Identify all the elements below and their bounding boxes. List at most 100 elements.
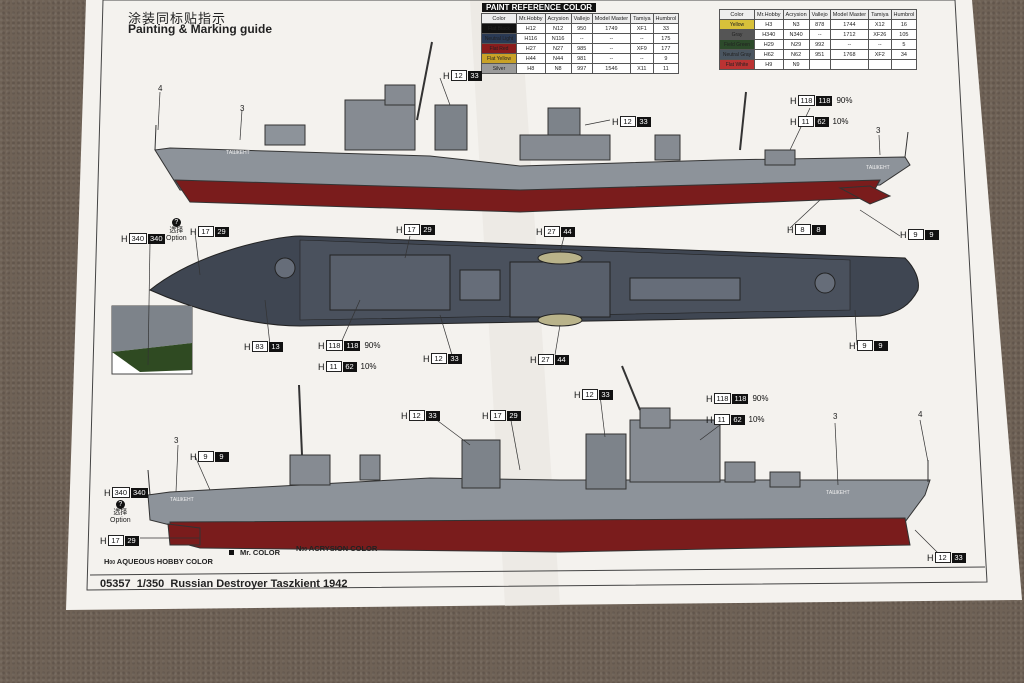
callout-h: H <box>612 116 619 127</box>
callout-number: 44 <box>554 354 569 365</box>
help-icon: ? <box>115 500 125 509</box>
part-number: 3 <box>833 412 838 421</box>
table-cell: 11 <box>652 63 680 74</box>
table-cell: 981 <box>570 53 593 64</box>
table-cell: N12 <box>544 23 572 34</box>
legend-mr: Mr. COLOR <box>240 548 280 557</box>
callout-h: H <box>927 552 934 563</box>
callout-code: 17 <box>197 226 214 237</box>
table-cell: 33 <box>652 23 680 34</box>
part-number: 4 <box>158 84 163 93</box>
callout-code: 8 <box>794 224 811 235</box>
table-cell: XF9 <box>630 43 654 54</box>
ref-left-header: Acrysion <box>544 13 572 24</box>
callout-h: H <box>900 229 907 240</box>
ref-left-header: Mr.Hobby <box>516 13 546 24</box>
table-cell: 951 <box>808 49 831 60</box>
callout-number: 9 <box>214 451 229 462</box>
kit-code: 05357 <box>100 578 131 590</box>
ref-right-header: Mr.Hobby <box>754 9 784 20</box>
color-swatch: Flat Red <box>481 43 517 54</box>
hull-name-top-bow: ТАШКЕНТ <box>226 150 250 156</box>
callout-code: 17 <box>489 410 506 421</box>
part-number: 3 <box>240 104 245 113</box>
kit-scale: 1/350 <box>136 578 165 590</box>
table-cell: 16 <box>890 19 918 30</box>
callout-number: 62 <box>814 116 829 127</box>
title-english: Painting & Marking guide <box>128 22 273 36</box>
title-chinese: 涂装同标贴指示 <box>128 11 227 26</box>
frame-border <box>86 0 988 591</box>
callout-number: 33 <box>447 353 462 364</box>
hull-name-bottom-bow: ТАШКЕНТ <box>826 490 850 496</box>
callout-number: 29 <box>124 535 139 546</box>
callout-number: 29 <box>506 410 521 421</box>
table-cell: 992 <box>808 39 831 50</box>
table-cell: H3 <box>754 19 784 30</box>
callout-number: 33 <box>425 410 440 421</box>
mr-color-square <box>229 550 234 555</box>
ref-left-header: Vallejo <box>570 13 593 24</box>
callout-code: 118 <box>325 340 344 351</box>
table-cell: N340 <box>782 29 810 40</box>
ref-left-header: Color <box>481 13 517 24</box>
table-cell: -- <box>630 33 654 44</box>
option-detail-box <box>111 305 193 375</box>
callout-number: 33 <box>636 116 651 127</box>
table-cell: 34 <box>890 49 918 60</box>
table-cell: N27 <box>544 43 572 54</box>
callout-h: H <box>530 354 537 365</box>
callout-percent: 10% <box>360 362 377 371</box>
legend-hobby-label: AQUEOUS HOBBY COLOR <box>116 557 213 566</box>
table-cell: 950 <box>570 23 593 34</box>
table-cell: XF1 <box>630 23 654 34</box>
table-cell <box>808 59 831 70</box>
callout-code: 340 <box>128 233 148 244</box>
callout-code: 340 <box>111 487 131 498</box>
table-cell: H340 <box>754 29 784 40</box>
table-cell: 1546 <box>591 63 632 74</box>
callout-h: H <box>482 410 489 421</box>
part-number: 3 <box>174 436 179 445</box>
table-cell: H44 <box>516 53 546 64</box>
callout-code: 118 <box>713 393 732 404</box>
callout-number: 118 <box>732 393 749 404</box>
callout-code: 83 <box>251 341 268 352</box>
ref-right-header: Acrysion <box>782 9 810 20</box>
table-cell: 177 <box>652 43 680 54</box>
table-cell: XF2 <box>868 49 892 60</box>
ref-left-header: Tamiya <box>630 13 654 24</box>
table-cell: -- <box>591 43 632 54</box>
table-cell: 1768 <box>829 49 870 60</box>
callout-code: 12 <box>450 70 467 81</box>
callout-code: 27 <box>537 354 554 365</box>
callout-h: H <box>706 414 713 425</box>
table-cell: N3 <box>782 19 810 30</box>
table-cell <box>890 59 918 70</box>
reference-table-title: PAINT REFERENCE COLOR <box>482 3 597 12</box>
callout-h: H <box>423 353 430 364</box>
color-swatch: Flat Black <box>481 23 517 34</box>
table-cell: 985 <box>570 43 593 54</box>
callout-h: H <box>790 95 797 106</box>
callout-h: H <box>244 341 251 352</box>
callout-h: H <box>706 393 713 404</box>
table-cell: H12 <box>516 23 546 34</box>
footer-divider <box>89 566 986 576</box>
callout-h: H <box>121 233 128 244</box>
ref-right-header: Model Master <box>829 9 870 20</box>
